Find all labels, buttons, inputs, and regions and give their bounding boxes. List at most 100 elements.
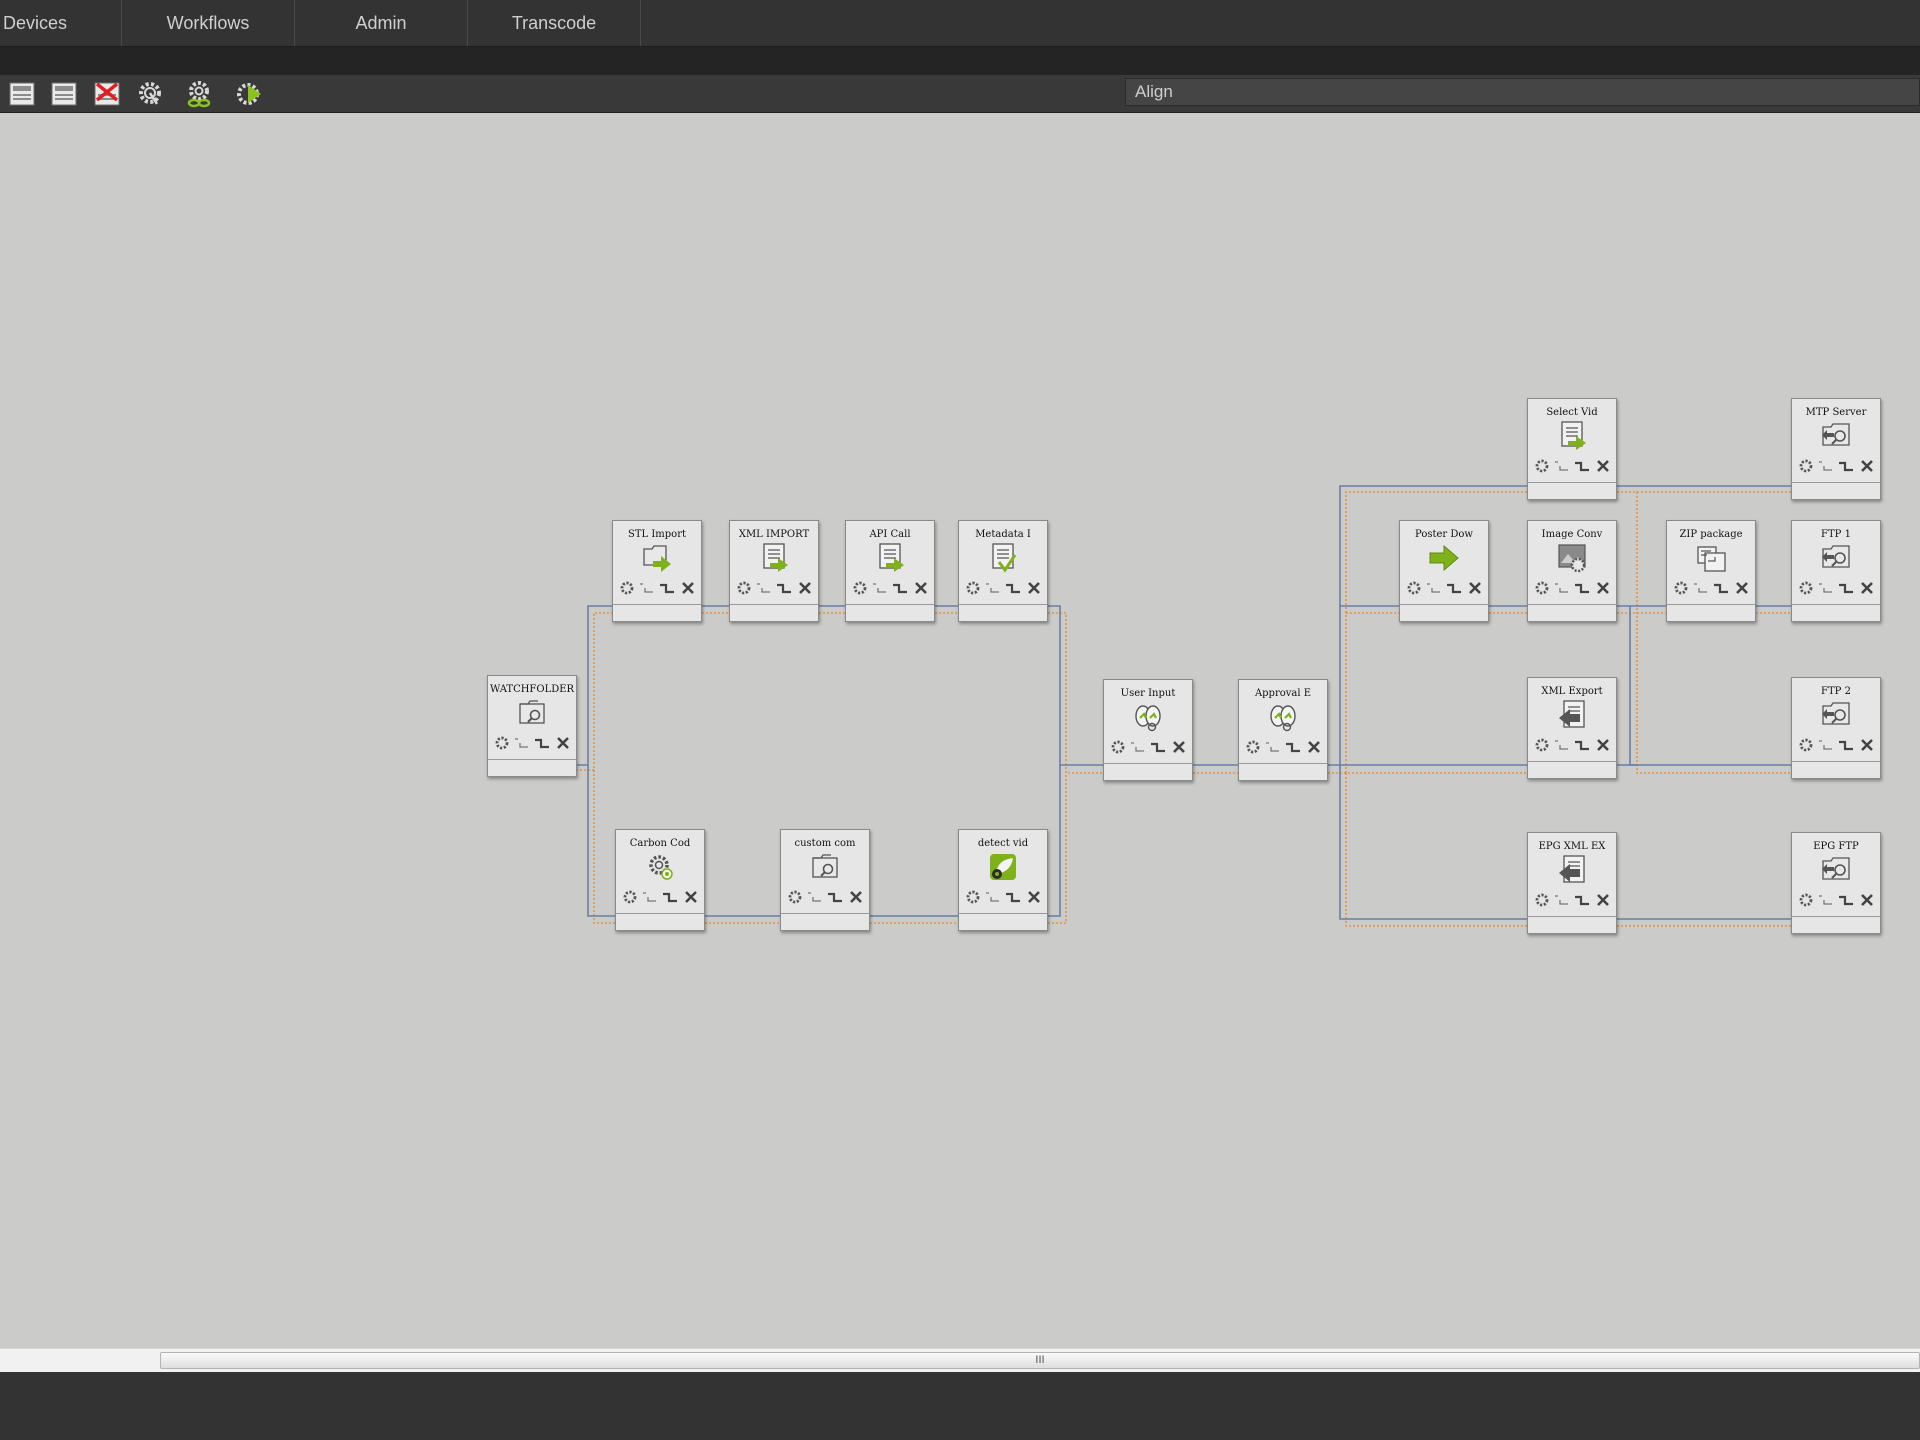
node-wait-icon[interactable] [1818,891,1834,909]
node-wait-icon[interactable] [1818,457,1834,475]
node-settings-icon[interactable] [1534,579,1550,597]
node-close-icon[interactable] [798,579,812,597]
node-settings-icon[interactable] [736,579,752,597]
node-wait-icon[interactable] [1130,738,1146,756]
node-close-icon[interactable] [1596,579,1610,597]
node-close-icon[interactable] [1860,457,1874,475]
node-wait-icon[interactable] [872,579,888,597]
node-close-icon[interactable] [1596,736,1610,754]
node-settings-icon[interactable] [1245,738,1261,756]
node-wait-icon[interactable] [985,888,1001,906]
node-step-icon[interactable] [1838,457,1854,475]
workflow-node-epg-ftp[interactable]: EPG FTP [1791,832,1881,934]
node-settings-icon[interactable] [1798,457,1814,475]
node-settings-icon[interactable] [1534,736,1550,754]
link-gear-icon[interactable] [184,80,214,108]
node-close-icon[interactable] [1468,579,1482,597]
node-close-icon[interactable] [1172,738,1186,756]
workflow-node-ftp1[interactable]: FTP 1 [1791,520,1881,622]
workflow-node-xml-import[interactable]: XML IMPORT [729,520,819,622]
node-settings-icon[interactable] [1798,891,1814,909]
node-wait-icon[interactable] [1554,736,1570,754]
node-close-icon[interactable] [1307,738,1321,756]
node-close-icon[interactable] [849,888,863,906]
node-wait-icon[interactable] [1426,579,1442,597]
node-wait-icon[interactable] [756,579,772,597]
node-wait-icon[interactable] [1265,738,1281,756]
node-settings-icon[interactable] [622,888,638,906]
workflow-node-custom[interactable]: custom com [780,829,870,931]
node-step-icon[interactable] [1838,736,1854,754]
node-step-icon[interactable] [1713,579,1729,597]
workflow-node-ftp2[interactable]: FTP 2 [1791,677,1881,779]
workflow-node-approval[interactable]: Approval E [1238,679,1328,781]
node-settings-icon[interactable] [1673,579,1689,597]
node-settings-icon[interactable] [1110,738,1126,756]
workflow-node-carbon[interactable]: Carbon Cod [615,829,705,931]
node-close-icon[interactable] [684,888,698,906]
node-wait-icon[interactable] [1693,579,1709,597]
node-settings-icon[interactable] [1798,736,1814,754]
workflow-node-stl-import[interactable]: STL Import [612,520,702,622]
node-settings-icon[interactable] [1406,579,1422,597]
workflow-canvas[interactable]: WATCHFOLDER STL Import XML IMPORT API Call M… [0,113,1920,1348]
node-close-icon[interactable] [1860,736,1874,754]
node-close-icon[interactable] [1596,457,1610,475]
save-workflow-icon[interactable] [7,80,37,108]
node-settings-icon[interactable] [965,579,981,597]
node-step-icon[interactable] [534,734,550,752]
workflow-node-select-vid[interactable]: Select Vid [1527,398,1617,500]
node-step-icon[interactable] [1838,891,1854,909]
node-settings-icon[interactable] [1798,579,1814,597]
workflow-node-metadata[interactable]: Metadata I [958,520,1048,622]
workflow-node-image-conv[interactable]: Image Conv [1527,520,1617,622]
align-dropdown[interactable]: Align [1125,78,1920,106]
node-close-icon[interactable] [914,579,928,597]
node-wait-icon[interactable] [639,579,655,597]
node-step-icon[interactable] [659,579,675,597]
node-close-icon[interactable] [1735,579,1749,597]
node-close-icon[interactable] [1596,891,1610,909]
horizontal-scrollbar[interactable]: III [0,1348,1920,1373]
settings-gear-icon[interactable] [135,80,165,108]
node-step-icon[interactable] [1574,736,1590,754]
workflow-node-api-call[interactable]: API Call [845,520,935,622]
workflow-node-xml-export[interactable]: XML Export [1527,677,1617,779]
node-step-icon[interactable] [1005,888,1021,906]
node-step-icon[interactable] [892,579,908,597]
workflow-node-user-input[interactable]: User Input [1103,679,1193,781]
node-settings-icon[interactable] [787,888,803,906]
workflow-node-poster[interactable]: Poster Dow [1399,520,1489,622]
node-settings-icon[interactable] [852,579,868,597]
node-wait-icon[interactable] [1554,891,1570,909]
node-step-icon[interactable] [1574,891,1590,909]
node-step-icon[interactable] [1574,457,1590,475]
node-close-icon[interactable] [681,579,695,597]
workflow-node-mtp[interactable]: MTP Server [1791,398,1881,500]
tab-devices[interactable]: Devices [0,0,122,46]
save-as-icon[interactable] [49,80,79,108]
node-step-icon[interactable] [662,888,678,906]
node-settings-icon[interactable] [1534,457,1550,475]
node-wait-icon[interactable] [1818,736,1834,754]
tab-admin[interactable]: Admin [295,0,468,46]
node-step-icon[interactable] [827,888,843,906]
node-settings-icon[interactable] [965,888,981,906]
node-close-icon[interactable] [556,734,570,752]
node-step-icon[interactable] [1446,579,1462,597]
node-settings-icon[interactable] [1534,891,1550,909]
workflow-node-watchfolder[interactable]: WATCHFOLDER [487,675,577,777]
workflow-node-zip[interactable]: ZIP package [1666,520,1756,622]
node-close-icon[interactable] [1027,579,1041,597]
run-workflow-icon[interactable] [235,80,265,108]
node-step-icon[interactable] [1150,738,1166,756]
tab-transcode[interactable]: Transcode [468,0,641,46]
node-wait-icon[interactable] [1554,457,1570,475]
node-wait-icon[interactable] [985,579,1001,597]
node-close-icon[interactable] [1860,579,1874,597]
node-close-icon[interactable] [1027,888,1041,906]
node-step-icon[interactable] [1574,579,1590,597]
node-wait-icon[interactable] [1818,579,1834,597]
workflow-node-detect[interactable]: detect vid [958,829,1048,931]
node-wait-icon[interactable] [514,734,530,752]
